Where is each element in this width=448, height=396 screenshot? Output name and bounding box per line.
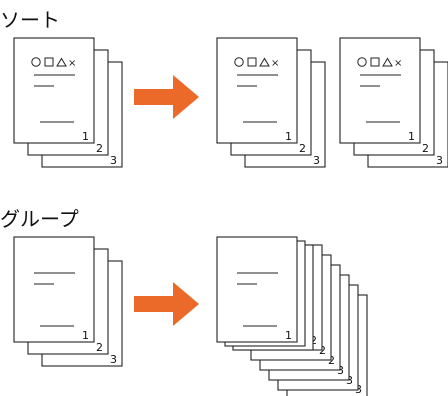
page-number: 2 [299, 142, 306, 155]
page-number: 2 [96, 142, 103, 155]
page-sheet [217, 38, 297, 143]
cross-symbol-icon: × [68, 58, 76, 69]
page-number: 1 [82, 329, 89, 342]
group-source-stack: 3 2 1 [14, 237, 122, 366]
group-output-stack: 3 3 3 2 2 2 1 [217, 237, 367, 396]
sort-output-stack-1: 3 2 1 × [217, 38, 325, 167]
page-number: 3 [313, 154, 320, 167]
page-number: 1 [285, 130, 292, 143]
page-number: 1 [82, 130, 89, 143]
page-number: 2 [96, 341, 103, 354]
group-heading: グループ [0, 207, 79, 231]
sort-heading: ソート [0, 8, 60, 32]
group-arrow-icon [134, 282, 199, 326]
sort-output-stack-2: 3 2 1 × [340, 38, 448, 167]
page-sheet [340, 38, 420, 143]
sort-arrow-icon [134, 75, 199, 119]
page-number: 3 [110, 154, 117, 167]
page-number: 1 [285, 329, 292, 342]
page-number: 3 [110, 353, 117, 366]
page-sheet [14, 38, 94, 143]
page-number: 1 [408, 130, 415, 143]
cross-symbol-icon: × [271, 58, 279, 69]
sort-source-stack: 3 2 1 × [14, 38, 122, 167]
page-number: 3 [436, 154, 443, 167]
cross-symbol-icon: × [394, 58, 402, 69]
page-number: 2 [422, 142, 429, 155]
